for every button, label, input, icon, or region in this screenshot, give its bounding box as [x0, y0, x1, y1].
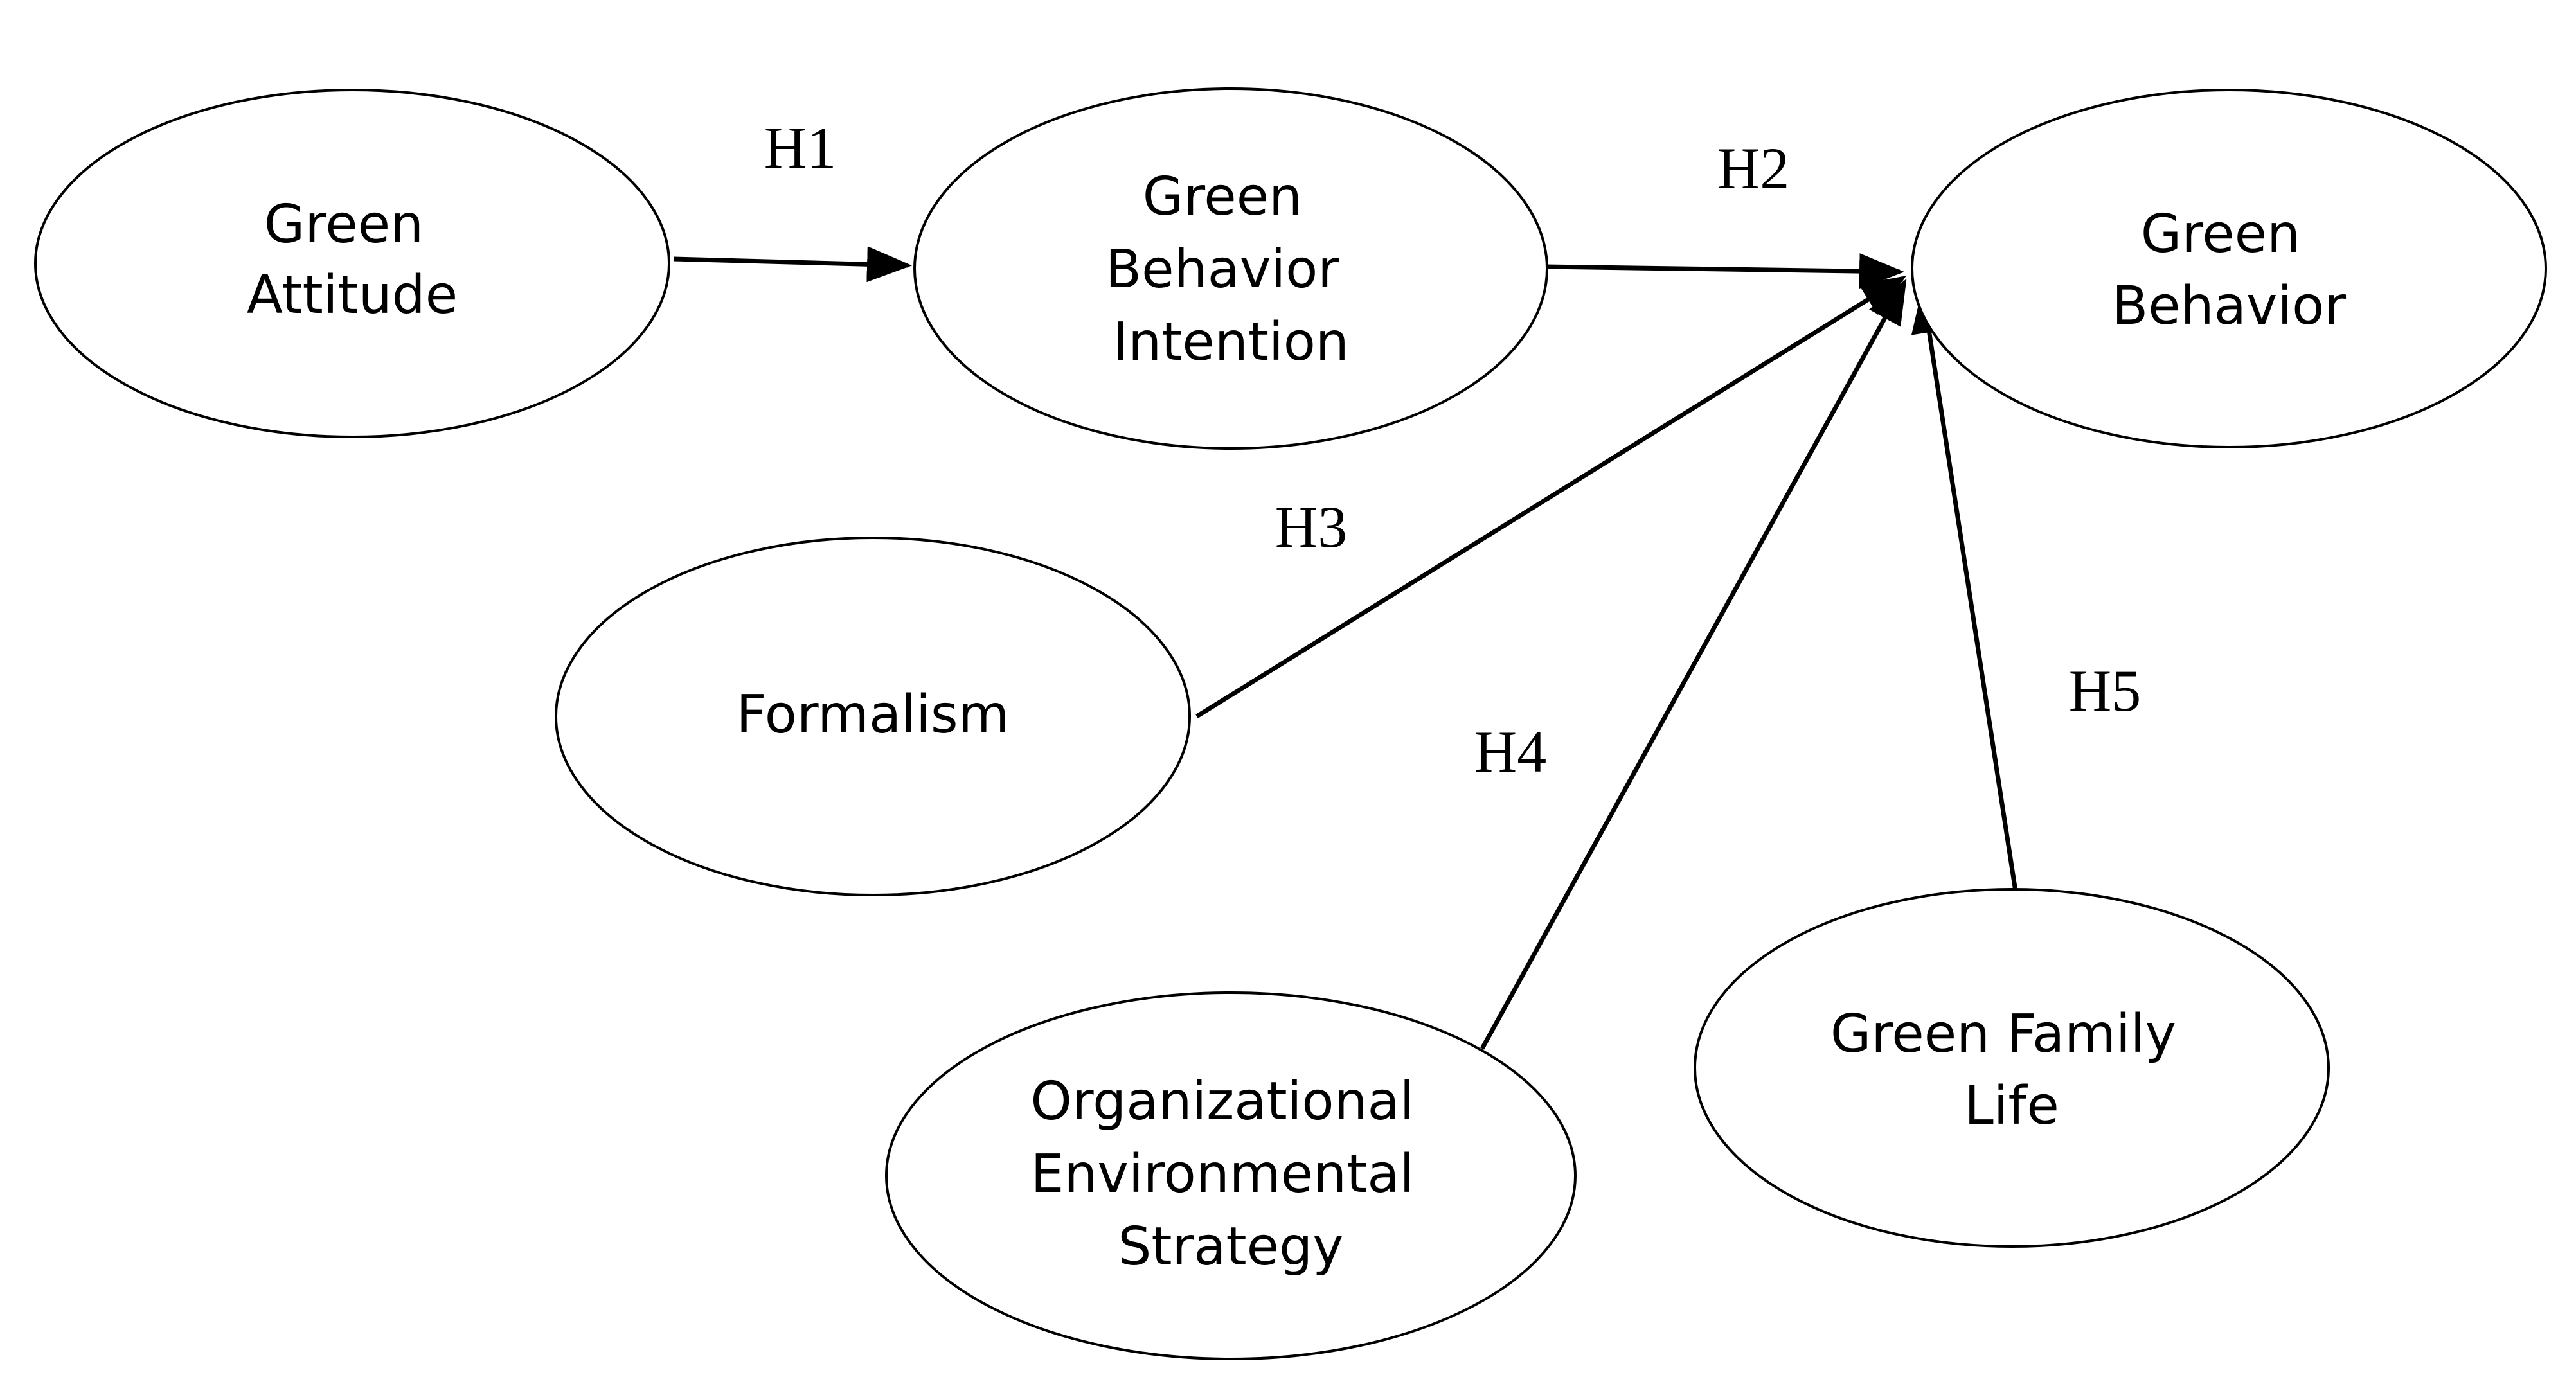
node-green-behavior: Green Behavior	[1911, 89, 2547, 448]
edge-labels: H1 H2 H3 H4 H5	[764, 115, 2141, 785]
node-label: Green Attitude	[247, 194, 458, 326]
edge-label-h1: H1	[764, 115, 836, 181]
node-label: Organizational Environmental Strategy	[1030, 1071, 1431, 1277]
node-organizational-environmental-strategy: Organizational Environmental Strategy	[885, 991, 1577, 1360]
node-green-family-life: Green Family Life	[1694, 888, 2330, 1248]
edge-h3	[1195, 276, 1906, 718]
node-label: Green Behavior Intention	[1105, 166, 1356, 373]
edge-label-h2: H2	[1717, 136, 1789, 201]
node-label: Formalism	[737, 684, 1010, 745]
edge-label-h5: H5	[2069, 658, 2141, 723]
node-green-attitude: Green Attitude	[34, 89, 670, 438]
edges	[673, 246, 2019, 1050]
node-green-behavior-intention: Green Behavior Intention	[913, 87, 1548, 450]
node-formalism: Formalism	[555, 537, 1191, 896]
edge-label-h3: H3	[1275, 494, 1347, 560]
edge-h2	[1546, 253, 1904, 290]
edge-h4	[1480, 278, 1907, 1050]
edge-h1	[673, 246, 912, 283]
edge-label-h4: H4	[1474, 719, 1546, 785]
node-label: Green Behavior	[2112, 204, 2346, 337]
edge-h5	[1911, 288, 2019, 900]
node-label: Green Family Life	[1830, 1004, 2193, 1137]
